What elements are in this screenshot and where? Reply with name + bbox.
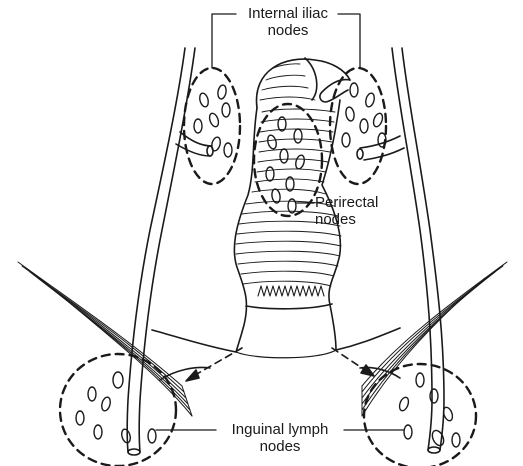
inguinal-group-left [60, 354, 176, 466]
label-inguinal: Inguinal lymph nodes [218, 421, 342, 455]
inguinal-group-right [364, 364, 476, 466]
lymph-nodes [76, 83, 460, 447]
leader-internal-iliac-left [212, 14, 236, 68]
label-perirectal: Perirectal nodes [315, 194, 378, 228]
label-perirectal-line1: Perirectal [315, 194, 378, 211]
label-internal-iliac-line2: nodes [236, 22, 340, 39]
internal-iliac-group-left [184, 68, 240, 184]
right-thigh-muscles [362, 262, 507, 416]
left-iliac-vessel [127, 48, 213, 455]
label-perirectal-line2: nodes [315, 211, 378, 228]
label-inguinal-line2: nodes [218, 438, 342, 455]
label-inguinal-line1: Inguinal lymph [218, 421, 342, 438]
drainage-arrows [186, 348, 374, 381]
leader-internal-iliac-right [338, 14, 360, 68]
label-internal-iliac: Internal iliac nodes [236, 5, 340, 39]
left-thigh-muscles [18, 262, 192, 416]
label-internal-iliac-line1: Internal iliac [236, 5, 340, 22]
